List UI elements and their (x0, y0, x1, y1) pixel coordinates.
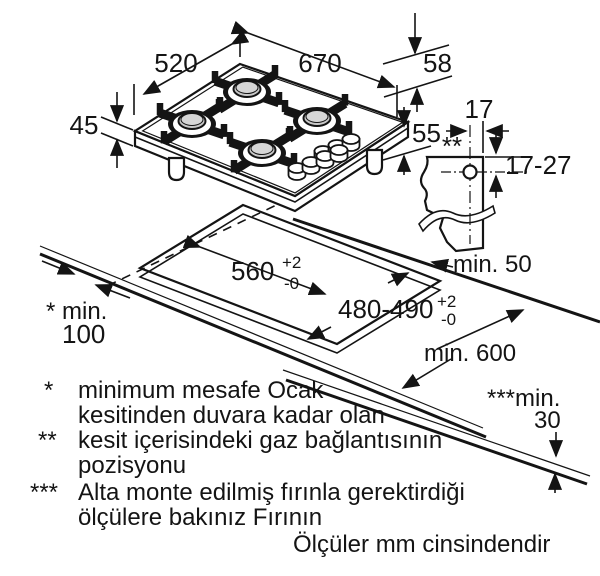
dim-17-label: 17 (465, 94, 494, 124)
footnote2-marker: ** (38, 427, 57, 454)
min30-value: 30 (534, 407, 561, 434)
worktop-front-edge-top (39, 245, 484, 429)
dim-17-27-label: 17-27 (505, 150, 572, 180)
units-note: Ölçüler mm cinsindendir (293, 531, 550, 558)
gas-connection-detail: 17 ** 17-27 (418, 94, 572, 253)
clearance-min30: ***min. 30 (487, 385, 564, 493)
burner-front (226, 126, 298, 175)
cutout-width-tol-minus: -0 (284, 274, 299, 293)
lower-shelf-edge (285, 378, 588, 486)
clearance-min600: min. 600 (401, 309, 525, 389)
worktop-front-edge (39, 252, 487, 439)
hob-foot-left (167, 156, 186, 182)
footnote3-marker: *** (30, 479, 58, 506)
cutout-inner-edge (138, 213, 442, 354)
burner-right (281, 94, 353, 143)
cutout-depth-tol-plus: +2 (437, 292, 456, 311)
cutout-depth-label: 480-490 (338, 294, 433, 324)
footnote2-line2: pozisyonu (78, 452, 186, 479)
dim-560: 560 +2 -0 (182, 234, 327, 296)
break-line (418, 204, 496, 233)
dim-depth-label: 520 (154, 48, 197, 78)
dim-480-490: 480-490 +2 -0 (306, 272, 456, 340)
footnote3-line2: ölçülere bakınız Fırının (78, 504, 322, 531)
min50-label: min. 50 (453, 251, 532, 278)
min600-label: min. 600 (424, 340, 516, 367)
min100-value: 100 (62, 319, 105, 349)
hob-drawing (132, 62, 411, 213)
cutout-width-tol-plus: +2 (282, 253, 301, 272)
footnote1-marker: * (44, 377, 53, 404)
dim-58: 58 (382, 13, 453, 112)
footnote3-line1: Alta monte edilmiş fırınla gerektirdiği (78, 479, 465, 506)
control-knobs (287, 133, 361, 181)
gas-hole (462, 164, 478, 180)
dim-45: 45 (70, 92, 134, 168)
cutout-width-label: 560 (231, 256, 274, 286)
clearance-min50: min. 50 (430, 251, 532, 278)
min100-label: * min. (46, 298, 107, 325)
dim-width-label: 670 (298, 48, 341, 78)
dim-670: 670 (230, 20, 398, 117)
footnote1-line1: minimum mesafe Ocak (78, 377, 324, 404)
footnote2-line1: kesit içerisindeki gaz bağlantısının (78, 427, 442, 454)
cutout-depth-tol-minus: -0 (441, 310, 456, 329)
dim-height-label: 45 (70, 110, 99, 140)
dim-55: 55 (382, 107, 441, 175)
hob-glass-bevel (141, 66, 405, 194)
dim-58-label: 58 (423, 48, 452, 78)
min30-label: ***min. (487, 385, 560, 412)
dim-55-label: 55 (412, 118, 441, 148)
burner-left (156, 97, 228, 146)
gas-marker-label: ** (442, 131, 462, 161)
footnotes: * minimum mesafe Ocak kesitinden duvara … (30, 377, 550, 558)
hob-foot-right (365, 148, 384, 176)
clearance-min100: * min. 100 (41, 260, 131, 349)
dim-520: 520 (133, 27, 250, 115)
lower-shelf-edge-top (282, 369, 591, 477)
footnote1-line2: kesitinden duvara kadar olan (78, 402, 385, 429)
